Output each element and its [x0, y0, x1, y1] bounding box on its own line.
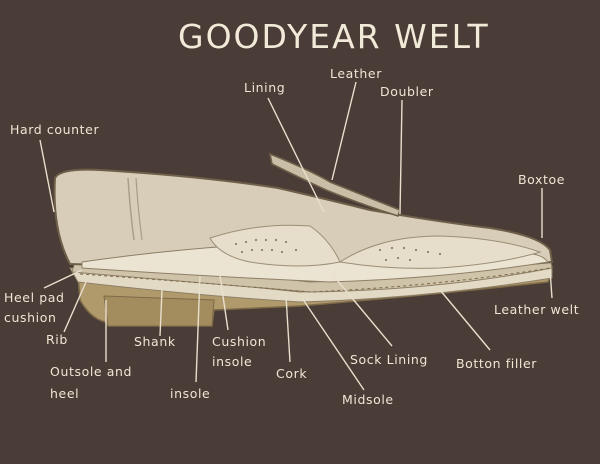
label-heel-pad-line2: cushion: [4, 310, 56, 325]
label-heel-pad-line1: Heel pad: [4, 290, 65, 305]
label-cork: Cork: [276, 366, 307, 381]
label-shank: Shank: [134, 334, 176, 349]
label-midsole: Midsole: [342, 392, 394, 407]
perforations: [234, 238, 442, 262]
label-leather-welt: Leather welt: [494, 302, 579, 317]
leader-heel-pad: [43, 269, 83, 289]
leader-botton-filler: [439, 289, 491, 351]
leader-lines: [39, 81, 553, 391]
leader-midsole: [301, 297, 365, 391]
label-rib: Rib: [46, 332, 68, 347]
diagram-title: GOODYEAR WELT: [178, 17, 490, 56]
label-botton-filler: Botton filler: [456, 356, 537, 371]
label-outsole-line1: Outsole and: [50, 364, 132, 379]
leader-cushion-insole: [219, 275, 229, 331]
label-outsole-line2: heel: [50, 386, 79, 401]
leader-sock-lining: [331, 273, 393, 347]
leader-leather-welt: [549, 269, 553, 299]
label-doubler: Doubler: [380, 84, 434, 99]
leader-rib: [63, 281, 87, 333]
label-insole: insole: [170, 386, 210, 401]
label-lining: Lining: [244, 80, 285, 95]
counter-seam: [127, 177, 135, 241]
counter-seam-2: [135, 177, 143, 241]
leader-leather: [331, 81, 357, 181]
label-cushion-insole-line1: Cushion: [212, 334, 266, 349]
label-hard-counter: Hard counter: [10, 122, 99, 137]
leader-lining: [267, 97, 325, 213]
leader-cork: [285, 295, 291, 363]
heel-block: [103, 295, 215, 327]
label-sock-lining: Sock Lining: [350, 352, 428, 367]
leader-insole: [195, 275, 201, 383]
leader-shank: [159, 289, 163, 337]
label-cushion-insole-line2: insole: [212, 354, 252, 369]
labels: Lining Leather Doubler Hard counter Boxt…: [4, 66, 579, 407]
toe-interior: [338, 235, 542, 269]
leader-hard-counter: [39, 139, 55, 213]
label-leather: Leather: [330, 66, 382, 81]
label-boxtoe: Boxtoe: [518, 172, 565, 187]
welt-stitch: [79, 267, 551, 293]
leader-doubler: [399, 99, 403, 215]
